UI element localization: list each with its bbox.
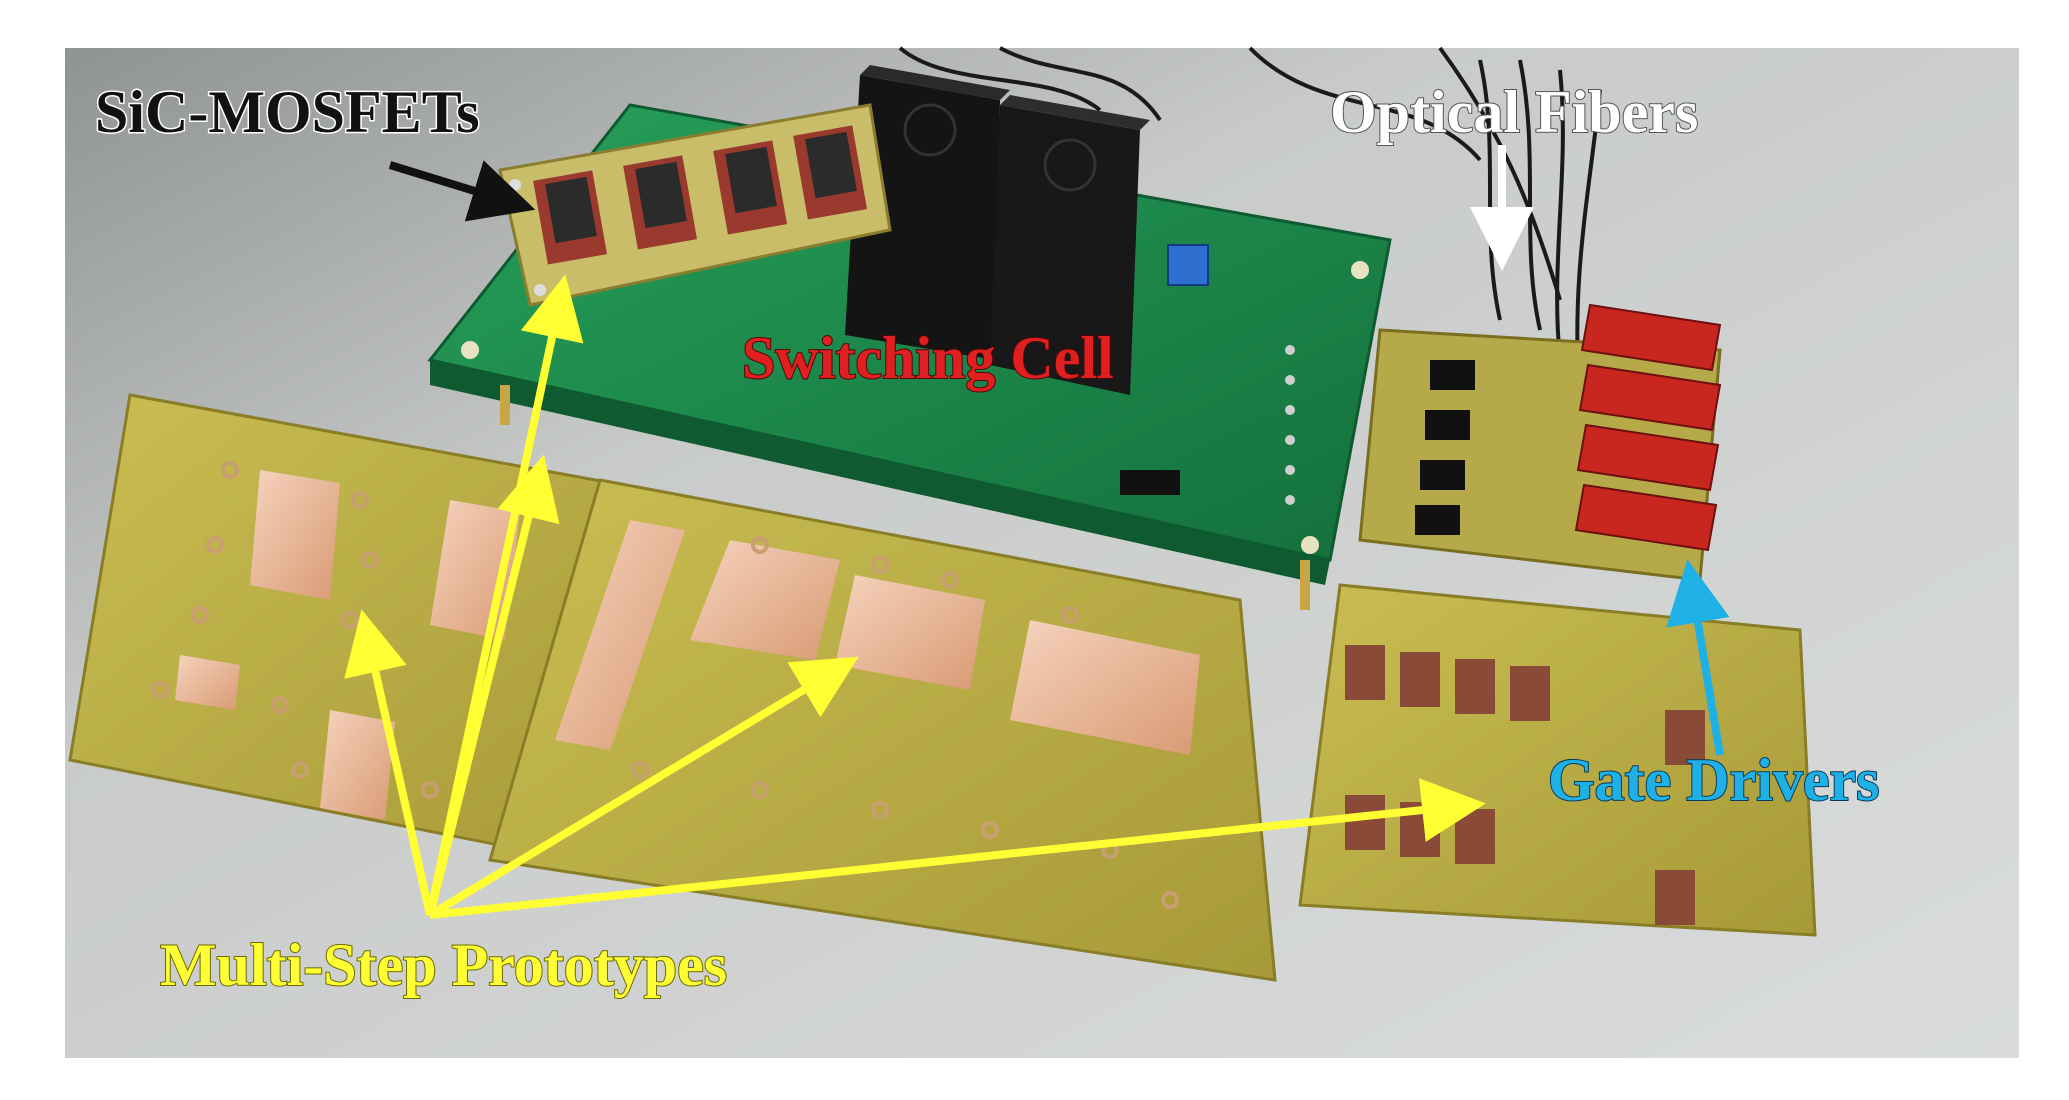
arrow-gate-drivers [1666, 559, 1730, 756]
gate-driver-board [1358, 303, 1722, 582]
label-optical-fibers: Optical Fibers [1330, 79, 1698, 145]
prototype-panel-middle [488, 478, 1277, 982]
label-switching-cell: Switching Cell [742, 325, 1114, 391]
arrow-to-right-panel [429, 778, 1486, 919]
label-multi-step-prototypes: Multi-Step Prototypes [160, 932, 727, 998]
arrow-sic-mosfets [388, 160, 536, 222]
label-gate-drivers: Gate Drivers [1548, 747, 1880, 813]
prototype-arrows [344, 274, 1486, 919]
prototype-panel-right [1298, 583, 1817, 937]
arrow-to-left-panel-a [426, 454, 560, 916]
sic-mosfet-board [498, 103, 892, 307]
arrow-to-left-panel-b [344, 609, 434, 916]
arrow-to-middle-panel [427, 656, 859, 919]
label-sic-mosfets: SiC-MOSFETs [95, 79, 480, 145]
